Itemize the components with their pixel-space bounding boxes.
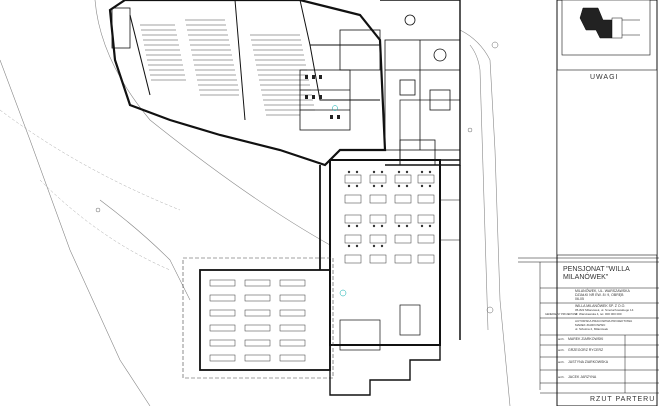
person-role: arch. [558,348,565,352]
person-role: arch. [558,375,565,379]
designer-label: GENERALNY PROJEKTANT [545,313,578,316]
lower-connector [329,345,441,396]
project-title: PENSJONAT "WILLA MILANÓWEK" [563,266,630,282]
kitchen-area [399,99,461,166]
person-role: arch. [558,360,565,364]
lower-hall-tables [209,279,306,362]
person-role: arch. [558,337,565,341]
person-name: JACEK JARZYNA [568,375,597,379]
person-name: GRZEGORZ RYCERZ [568,348,604,352]
designer-line-2: MAREK ZIARKOWSKI [575,323,606,327]
stair-upper-left [111,7,131,49]
person-name: JUSTYNA ZIARKOWSKA [568,360,609,364]
location-line-3: 06-05 [575,297,584,301]
designer-line-1: AUTORSKA PRACOWNIA PROJEKTOWA [575,319,633,323]
site-symbols [95,41,499,314]
sheet-title: RZUT PARTERU [590,396,656,403]
investor-line-2: 05-822 Milanówek, ul. Smoluchowskiego 14 [575,308,634,312]
road-curve [94,0,331,246]
road-curve-outer [459,29,511,406]
dining-hall-outline [329,159,441,346]
dashed-line [0,109,181,211]
marker-circle [339,289,347,297]
remarks-frame [556,69,658,256]
stair-lower [399,304,421,336]
designer-line-3: ul. Szkolna 2, Milanówek [575,327,609,331]
title-block [556,0,658,406]
investor-line-1: WILLA MILANÓWEK SP. Z O.O. [575,304,626,308]
dining-tables [344,174,435,264]
dashed-line-2 [39,179,171,271]
key-plan [579,7,640,39]
wc-fixtures [305,75,340,119]
chair-rows-hall-1 [140,19,239,96]
dining-chairs [347,170,432,248]
site-path [99,199,191,301]
location-line-1: MILANÓWEK, UL. WARSZAWSKA [575,289,630,293]
location-line-2: DZIAŁKI NR EW. 8 i 9, OBRĘB [575,293,624,297]
lower-hall-roof-outline [182,257,334,379]
remarks-label: UWAGI [590,74,619,81]
service-block [299,14,461,166]
person-name: MAREK ZIARKOWSKI [568,337,604,341]
marker-circle-2 [332,105,338,111]
title-block-lines [518,257,659,394]
site-boundary-line [0,59,151,406]
entrance-lobby [339,319,381,351]
investor-line-3: ul. Warszawska 4, tel. 000 000 000 [575,312,622,316]
lower-hall-outline [199,269,331,371]
road-curve-inner [469,44,489,331]
upper-wing-outline [108,0,387,167]
